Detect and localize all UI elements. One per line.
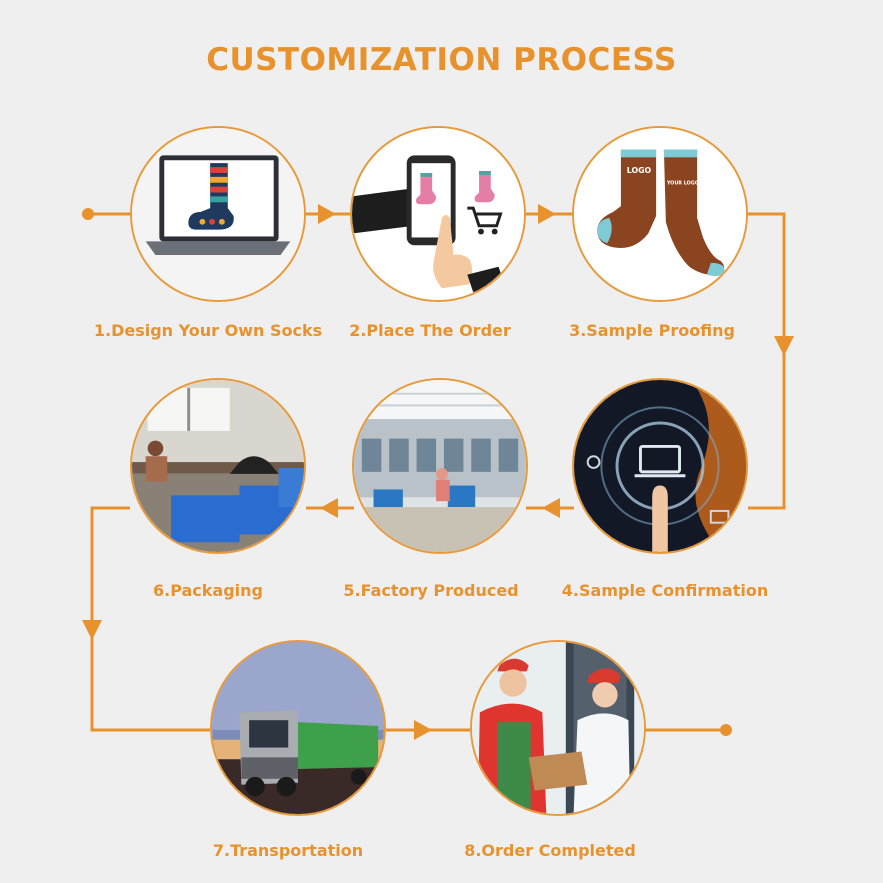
truck-icon <box>212 642 384 814</box>
flow-start-dot <box>82 208 94 220</box>
step-1-label: 1.Design Your Own Socks <box>93 321 323 340</box>
sock-your-logo-text: YOUR LOGO <box>666 181 699 187</box>
step-4-sample-confirmation <box>572 378 748 554</box>
flow-arrow <box>318 204 336 224</box>
touch-laptop-icon <box>574 380 746 552</box>
logo-socks-icon: LOGO YOUR LOGO <box>574 128 746 300</box>
step-3-label: 3.Sample Proofing <box>569 321 735 340</box>
step-6-packaging <box>130 378 306 554</box>
page-title: CUSTOMIZATION PROCESS <box>206 42 677 78</box>
step-8-label: 8.Order Completed <box>464 841 636 860</box>
flow-arrow <box>414 720 432 740</box>
step-2-label: 2.Place The Order <box>349 321 511 340</box>
packaging-room-icon <box>132 380 304 552</box>
step-8-order-completed <box>470 640 646 816</box>
step-7-label: 7.Transportation <box>212 841 364 860</box>
step-7-transportation <box>210 640 386 816</box>
step-4-label: 4.Sample Confirmation <box>561 581 769 600</box>
step-6-label: 6.Packaging <box>152 581 263 600</box>
step-5-label: 5.Factory Produced <box>343 581 519 600</box>
flow-end-dot <box>720 724 732 736</box>
step-5-factory-produced <box>352 378 528 554</box>
flow-arrow <box>538 204 556 224</box>
step-1-design-socks <box>130 126 306 302</box>
flow-arrow <box>320 498 338 518</box>
step-2-place-order <box>350 126 526 302</box>
flow-arrow <box>542 498 560 518</box>
step-3-sample-proofing: LOGO YOUR LOGO <box>572 126 748 302</box>
flow-arrow <box>82 620 102 640</box>
phone-order-cart-icon <box>352 128 524 300</box>
factory-floor-icon <box>354 380 526 552</box>
flow-arrow <box>774 336 794 356</box>
sock-logo-text: LOGO <box>627 166 652 175</box>
delivery-handover-icon <box>472 642 644 814</box>
laptop-sock-design-icon <box>132 128 304 300</box>
